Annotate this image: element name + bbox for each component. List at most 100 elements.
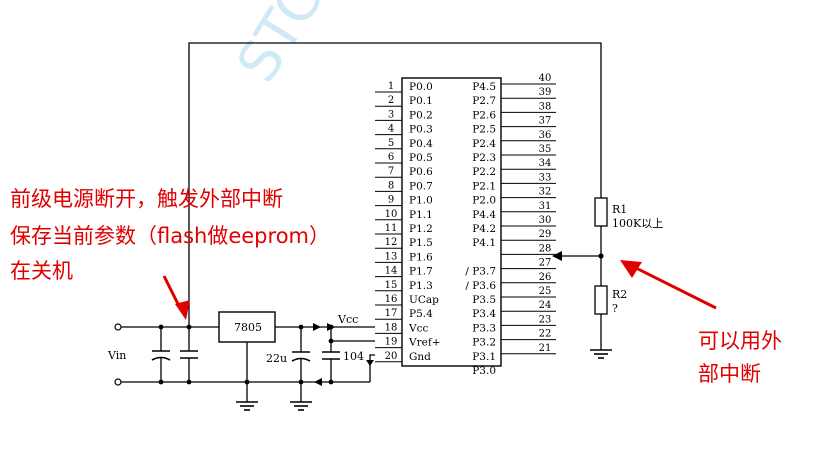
annotation-right-arrow xyxy=(620,260,717,310)
pin-number: 37 xyxy=(539,116,552,127)
pin-number: 4 xyxy=(388,124,394,135)
ground-symbol xyxy=(290,401,312,411)
pin-name: Vref+ xyxy=(408,337,441,349)
right-pin: 28 xyxy=(501,243,556,255)
r2-value: ? xyxy=(612,302,618,315)
pin-name: P2.1 xyxy=(472,180,496,192)
pin-name: P1.3 xyxy=(409,280,433,292)
pin-name: P3.2 xyxy=(472,337,496,349)
annotation-left-line-2: 保存当前参数（flash做eeprom） xyxy=(10,224,330,248)
pin-name: P2.4 xyxy=(472,138,496,150)
pin-number: 40 xyxy=(539,73,552,84)
pin-name: P4.2 xyxy=(472,223,496,235)
pin-name: P4.4 xyxy=(472,209,496,221)
left-pin: 9 P1.0 xyxy=(375,195,433,207)
cap-104-label: 104 xyxy=(343,350,364,363)
annotation-left-arrow xyxy=(162,275,190,320)
pin-number: 9 xyxy=(388,195,394,206)
pin-number: 26 xyxy=(539,272,552,283)
cap-22u-label: 22u xyxy=(266,352,287,365)
pin-name: P5.4 xyxy=(409,308,433,320)
annotation-left-line-1: 前级电源断开，触发外部中断 xyxy=(10,187,283,211)
left-pin: 17 P5.4 xyxy=(375,308,433,320)
pin-number: 6 xyxy=(388,152,394,163)
pin-name: UCap xyxy=(409,294,439,306)
pin-name: P2.5 xyxy=(472,124,496,136)
pin-name: P2.7 xyxy=(472,95,496,107)
pin-number: 18 xyxy=(385,322,398,333)
pin-name: P0.7 xyxy=(409,180,433,192)
right-pin: 26 / P3.6 xyxy=(465,272,556,292)
pin-name: P0.2 xyxy=(409,109,433,121)
pin-number: 16 xyxy=(385,294,398,305)
regulator-wiring xyxy=(246,323,375,402)
pin-name: P4.5 xyxy=(472,81,496,93)
left-pin: 8 P0.7 xyxy=(375,180,433,192)
pin-name: P3.0 xyxy=(472,365,496,377)
pin-number: 39 xyxy=(539,87,552,98)
pin-name: P3.1 xyxy=(472,351,496,363)
pin-name: P1.0 xyxy=(409,195,433,207)
pin-number: 10 xyxy=(385,209,398,220)
stc-watermark: STC xyxy=(225,0,336,93)
right-pin: P3.0 xyxy=(472,365,496,377)
pin-name: Vcc xyxy=(408,322,428,334)
pin-number: 12 xyxy=(385,237,398,248)
pin-number: 17 xyxy=(385,308,398,319)
r1-name: R1 xyxy=(612,203,627,216)
pin-name: P2.3 xyxy=(472,152,496,164)
pin-number: 29 xyxy=(539,229,552,240)
pin-name: P0.1 xyxy=(409,95,433,107)
left-pin: 18 Vcc xyxy=(375,322,428,334)
pin-name: P2.2 xyxy=(472,166,496,178)
pin-number: 32 xyxy=(539,187,552,198)
pin-name: P0.6 xyxy=(409,166,433,178)
pin-number: 8 xyxy=(388,180,394,191)
pin-number: 35 xyxy=(539,144,552,155)
pin-number: 31 xyxy=(539,201,552,212)
pin-name: / P3.7 xyxy=(465,266,496,278)
pin-number: 11 xyxy=(385,223,398,234)
pin-name: P0.3 xyxy=(409,124,433,136)
r2-name: R2 xyxy=(612,288,627,301)
pin-name: / P3.6 xyxy=(465,280,496,292)
pin-number: 5 xyxy=(388,138,394,149)
annotation-right-line-2: 部中断 xyxy=(698,362,761,386)
pin-number: 25 xyxy=(539,286,552,297)
left-pin: 3 P0.2 xyxy=(375,109,433,121)
pin-number: 1 xyxy=(388,81,394,92)
pin-name: P3.5 xyxy=(472,294,496,306)
pin-number: 3 xyxy=(388,109,394,120)
pin-number: 14 xyxy=(385,266,398,277)
resistor-divider xyxy=(552,197,612,359)
pin-number: 23 xyxy=(539,314,552,325)
regulator-label: 7805 xyxy=(234,321,262,334)
mcu-chip-body xyxy=(401,77,502,367)
